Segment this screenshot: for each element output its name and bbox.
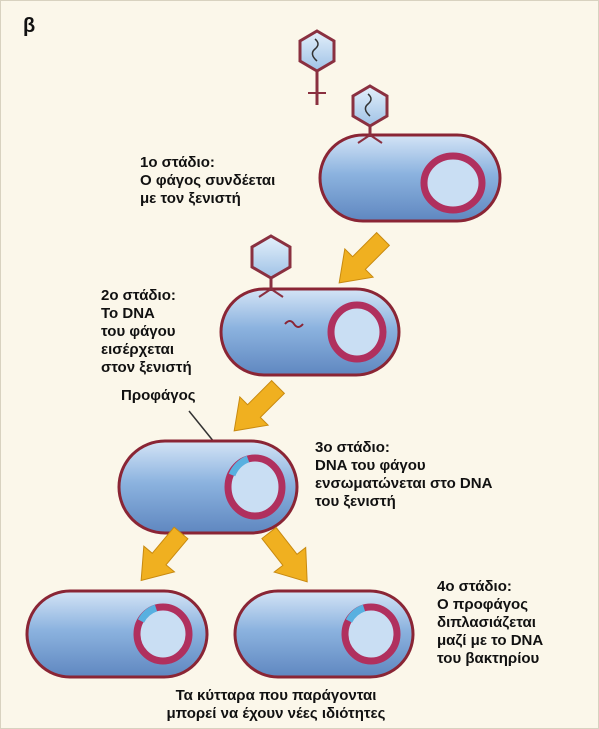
stage1-caption: 1ο στάδιο: Ο φάγος συνδέεται με τον ξενι… xyxy=(140,154,275,208)
result-caption: Τα κύτταρα που παράγονται μπορεί να έχου… xyxy=(111,687,441,723)
arrow-stage1-to-stage2 xyxy=(325,225,397,297)
stage1-cell xyxy=(320,135,500,221)
free-phage xyxy=(300,31,334,105)
panel-label: β xyxy=(23,15,35,38)
stage2-caption: 2ο στάδιο: Το DNA του φάγου εισέρχεται σ… xyxy=(101,287,192,377)
daughter-cell-left xyxy=(27,591,207,677)
stage3-cell xyxy=(119,441,297,533)
prophage-label: Προφάγος xyxy=(121,387,196,405)
stage3-caption: 3ο στάδιο: DNA του φάγου ενσωματώνεται σ… xyxy=(315,439,492,511)
arrow-stage2-to-stage3 xyxy=(220,373,292,445)
daughter-cell-right xyxy=(235,591,413,677)
stage4-caption: 4ο στάδιο: Ο προφάγος διπλασιάζεται μαζί… xyxy=(437,578,543,668)
stage2-cell xyxy=(221,289,399,375)
